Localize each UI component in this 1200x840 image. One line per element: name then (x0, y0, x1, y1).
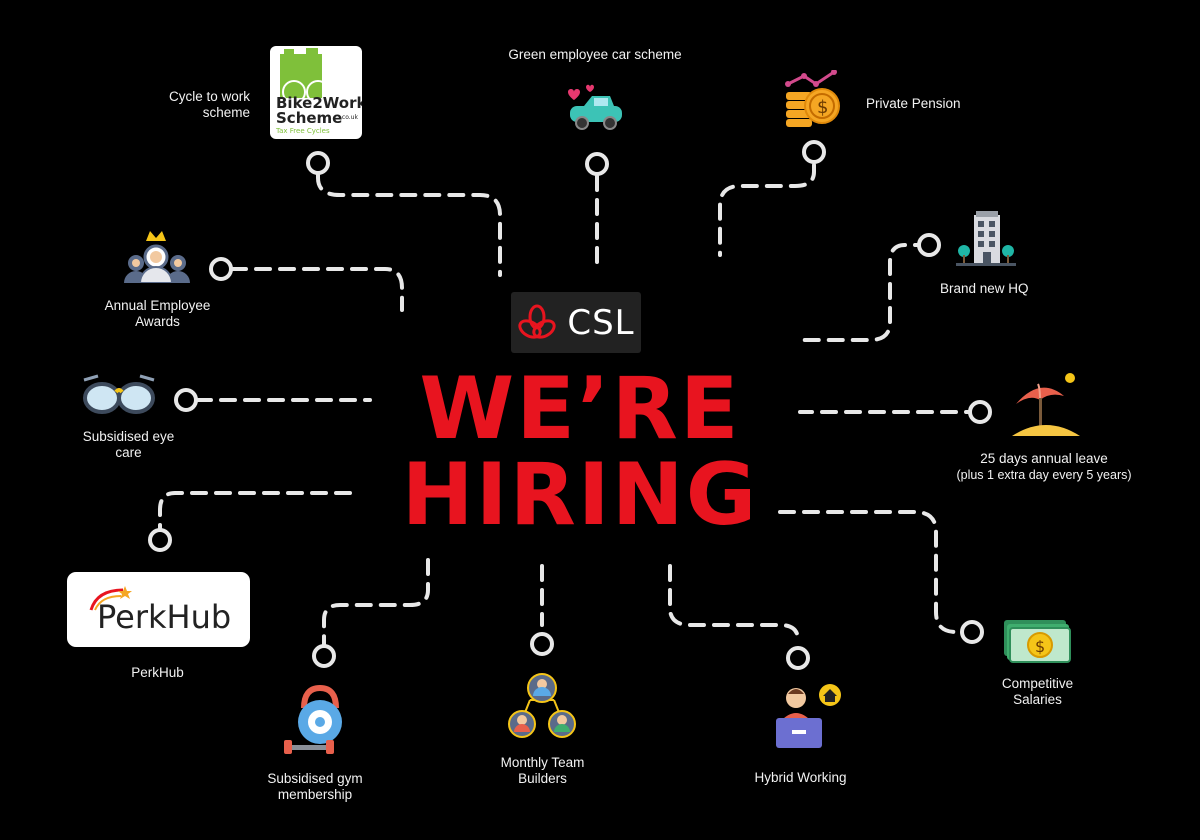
node-team (530, 632, 554, 656)
kettlebell-icon (284, 684, 342, 754)
pension-label: Private Pension (866, 96, 961, 111)
leave-label: 25 days annual leave(plus 1 extra day ev… (956, 451, 1132, 482)
node-hybrid (786, 646, 810, 670)
building-icon (956, 211, 1016, 266)
svg-text:Bike2Work: Bike2Work (276, 94, 362, 112)
node-salaries (960, 620, 984, 644)
node-eye (174, 388, 198, 412)
node-pension (802, 140, 826, 164)
svg-text:.co.uk: .co.uk (340, 114, 358, 121)
csl-trefoil-icon (518, 304, 557, 339)
hq-label: Brand new HQ (940, 281, 1029, 296)
coins-icon: $ (785, 70, 840, 127)
team-crown-icon (124, 231, 190, 283)
glasses-icon (83, 374, 155, 414)
perkhub-logo-text: PerkHub (97, 598, 232, 636)
perkhub-logo: PerkHub (67, 572, 250, 647)
node-perkhub (148, 528, 172, 552)
csl-brand-name: CSL (567, 302, 635, 343)
beach-umbrella-icon (1012, 373, 1080, 436)
laptop-home-icon (776, 684, 841, 748)
shooting-star-icon (89, 586, 132, 611)
car-icon (568, 84, 622, 130)
svg-text:$: $ (1035, 637, 1045, 656)
node-awards (209, 257, 233, 281)
bike2work-logo: Bike2Work Scheme .co.uk Tax Free Cycles (270, 46, 367, 139)
csl-logo: CSL (511, 292, 641, 353)
node-gym (312, 644, 336, 668)
svg-text:Scheme: Scheme (276, 109, 342, 127)
headline-line-2: HIRING (401, 445, 759, 545)
hybrid-label: Hybrid Working (754, 770, 847, 785)
node-leave (968, 400, 992, 424)
money-icon: $ (1004, 620, 1071, 663)
headline-line-1: WE’RE (419, 359, 741, 459)
node-car (585, 152, 609, 176)
node-cycle (306, 151, 330, 175)
svg-text:Tax Free Cycles: Tax Free Cycles (275, 127, 330, 135)
svg-text:$: $ (817, 97, 828, 118)
perkhub-label: PerkHub (131, 665, 184, 680)
car-label: Green employee car scheme (508, 47, 682, 62)
team-icon (508, 673, 576, 738)
node-hq (917, 233, 941, 257)
